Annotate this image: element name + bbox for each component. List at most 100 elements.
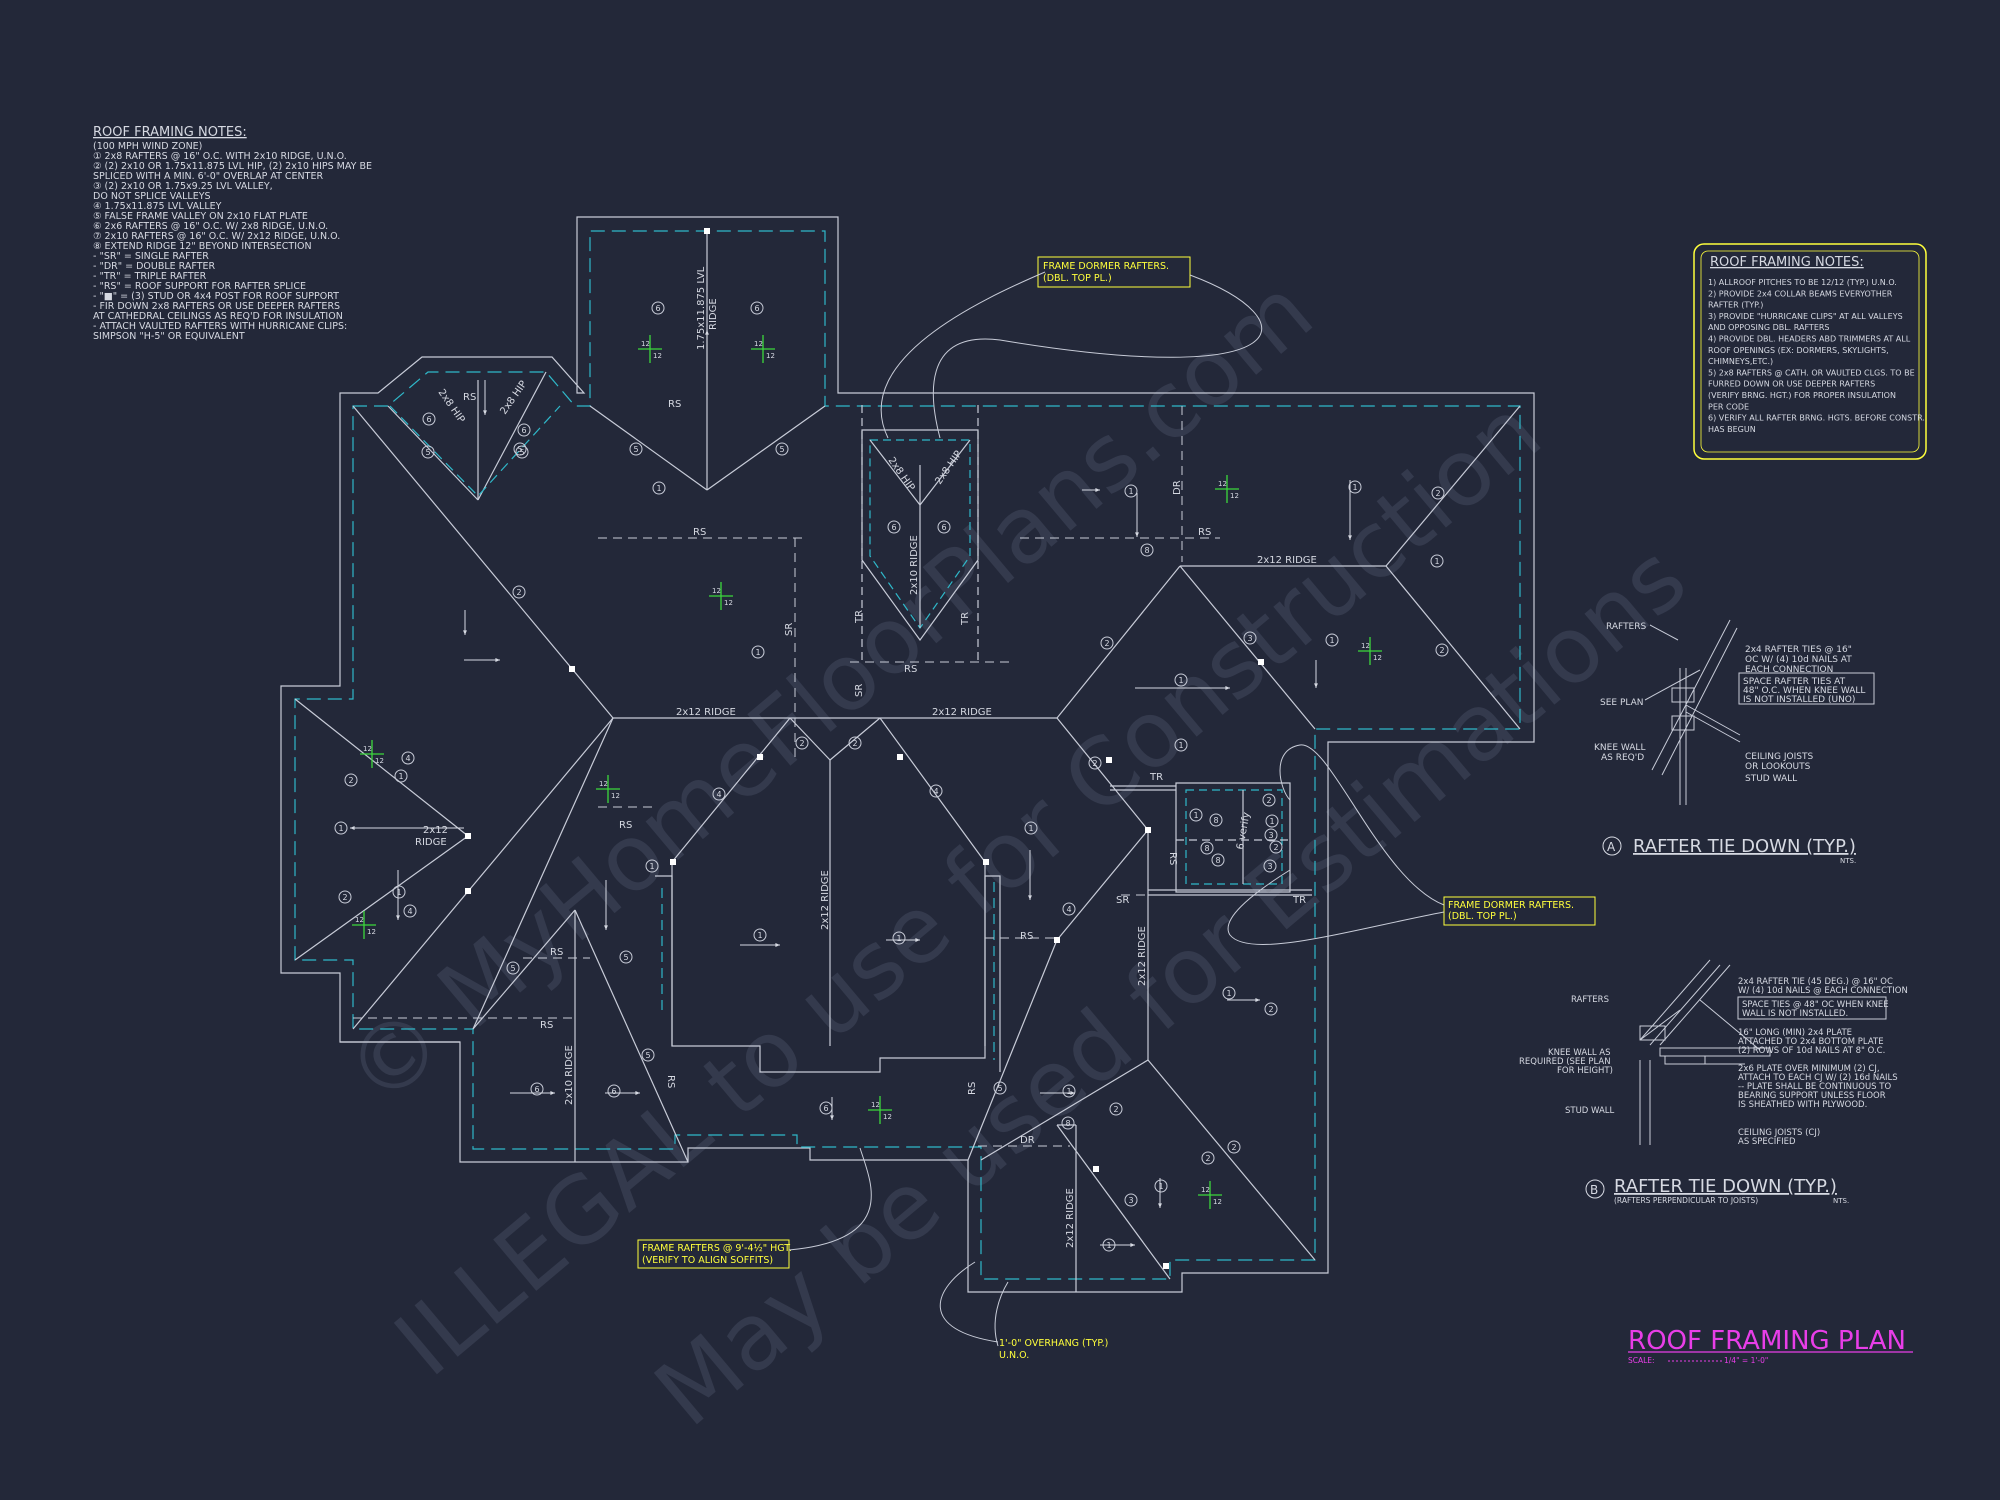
callout-dormer-right-line-2: (DBL. TOP PL.) (1448, 911, 1517, 922)
direction-arrow (1135, 686, 1230, 690)
notes-right-line: RAFTER (TYP.) (1708, 301, 1763, 310)
svg-text:1: 1 (396, 888, 401, 897)
roof-plan (280, 216, 1535, 1293)
svg-text:1: 1 (755, 648, 760, 657)
rs-label: RS (463, 392, 476, 403)
detail-b-subtitle: (RAFTERS PERPENDICULAR TO JOISTS) (1614, 1196, 1758, 1205)
ridge-label: RIDGE (415, 837, 447, 848)
detail-b-title: RAFTER TIE DOWN (TYP.) (1614, 1176, 1837, 1197)
svg-text:6: 6 (655, 304, 660, 313)
notes-right-line: 1) ALLROOF PITCHES TO BE 12/12 (TYP.) U.… (1708, 278, 1897, 287)
dormer-outline (1175, 782, 1291, 893)
ridge-label: 2x12 RIDGE (932, 707, 992, 718)
svg-text:1: 1 (1193, 811, 1198, 820)
note-number-marker: 5 (641, 1048, 655, 1062)
note-number-marker: 1 (652, 481, 666, 495)
note-number-marker: 1 (1222, 986, 1236, 1000)
callouts: FRAME DORMER RAFTERS. (DBL. TOP PL.) FRA… (637, 256, 1596, 1361)
note-number-marker: 1 (334, 821, 348, 835)
valley-line (472, 717, 614, 1030)
leader-line (788, 1147, 872, 1251)
svg-text:3: 3 (1267, 862, 1272, 871)
leader-line (994, 1281, 1009, 1347)
svg-text:6: 6 (941, 523, 946, 532)
bay-outline (661, 882, 995, 1060)
callout-dormer-right-line-1: FRAME DORMER RAFTERS. (1448, 900, 1574, 911)
detail-a-ties-1: 2x4 RAFTER TIES @ 16" (1745, 645, 1852, 655)
dormer-hip (919, 439, 971, 506)
note-number-marker: 1 (1174, 738, 1188, 752)
svg-text:1: 1 (1028, 824, 1033, 833)
svg-text:5: 5 (623, 953, 628, 962)
note-number-marker: 4 (401, 751, 415, 765)
note-number-marker: 6 (887, 520, 901, 534)
ridge-label: 2x12 RIDGE (1065, 1188, 1076, 1248)
hip-label: 2x8 HIP (886, 455, 917, 493)
note-number-marker: 3 (1124, 1193, 1138, 1207)
detail-b-stud-wall: STUD WALL (1565, 1106, 1615, 1116)
svg-text:1: 1 (757, 931, 762, 940)
svg-text:2: 2 (516, 588, 521, 597)
svg-text:12: 12 (1230, 492, 1239, 500)
notes-left-lines: (100 MPH WIND ZONE)① 2x8 RAFTERS @ 16" O… (93, 141, 372, 342)
dormer-hip (869, 439, 921, 506)
note-number-marker: 2 (1262, 793, 1276, 807)
svg-text:2: 2 (1266, 796, 1271, 805)
direction-arrow (1314, 660, 1318, 688)
valley-line (967, 939, 1058, 1161)
post-marker (1106, 757, 1112, 763)
svg-text:2: 2 (1092, 759, 1097, 768)
svg-text:2: 2 (1435, 489, 1440, 498)
notes-left-line: ⑧ EXTEND RIDGE 12" BEYOND INTERSECTION (93, 241, 312, 252)
svg-text:5: 5 (645, 1051, 650, 1060)
svg-text:2: 2 (1231, 1143, 1236, 1152)
notes-right-line: PER CODE (1708, 402, 1749, 411)
notes-right-line: ROOF OPENINGS (EX: DORMERS, SKYLIGHTS, (1708, 346, 1889, 355)
callout-overhang-line-2: U.N.O. (999, 1350, 1029, 1361)
svg-text:12: 12 (754, 340, 763, 348)
notes-left-line: - "SR" = SINGLE RAFTER (93, 251, 209, 262)
hip-line (671, 717, 791, 863)
notes-right-inner-frame (1700, 250, 1920, 453)
post-marker (897, 754, 903, 760)
svg-text:12: 12 (355, 916, 364, 924)
ridge-label: 2x12 RIDGE (820, 870, 831, 930)
detail-a-marker-circle (1602, 836, 1622, 856)
svg-text:8: 8 (1204, 844, 1209, 853)
hip-line (1385, 405, 1521, 567)
hip-line (1385, 565, 1521, 730)
detail-b-text: RAFTERS KNEE WALL AS REQUIRED (SEE PLAN … (1519, 977, 1908, 1205)
svg-text:1: 1 (656, 484, 661, 493)
notes-right-line: 2) PROVIDE 2x4 COLLAR BEAMS EVERYOTHER (1708, 289, 1893, 298)
svg-text:2: 2 (799, 739, 804, 748)
notes-right-line: HAS BEGUN (1708, 425, 1756, 434)
note-number-marker: 2 (1269, 840, 1283, 854)
direction-arrow (1135, 493, 1139, 537)
title-block: ROOF FRAMING PLAN SCALE: 1/4" = 1'-0" (1628, 1326, 1913, 1365)
leader-line (939, 1261, 999, 1343)
hip-line (980, 1059, 1149, 1161)
svg-text:6: 6 (521, 426, 526, 435)
leader-line (1227, 869, 1445, 945)
direction-arrow (483, 380, 487, 415)
detail-a-stud-wall: STUD WALL (1745, 774, 1797, 784)
note-number-marker: 1 (394, 769, 408, 783)
svg-text:2: 2 (1104, 639, 1109, 648)
note-number-marker: 2 (795, 736, 809, 750)
svg-text:1: 1 (1066, 1087, 1071, 1096)
note-number-marker: 1 (1024, 821, 1038, 835)
detail-a-ceiling-2: OR LOOKOUTS (1745, 762, 1811, 772)
svg-text:1: 1 (1269, 817, 1274, 826)
note-number-marker: 5 (421, 445, 435, 459)
notes-left-line: ③ (2) 2x10 OR 1.75x9.25 LVL VALLEY, (93, 181, 273, 192)
detail-a-space-2: 48" O.C. WHEN KNEE WALL (1743, 686, 1865, 696)
roof-framing-notes-right: ROOF FRAMING NOTES: 1) ALLROOF PITCHES T… (1693, 243, 1927, 460)
direction-arrow (464, 658, 500, 662)
direction-arrow (604, 880, 608, 930)
callout-soffit-line-2: (VERIFY TO ALIGN SOFFITS) (642, 1255, 773, 1266)
